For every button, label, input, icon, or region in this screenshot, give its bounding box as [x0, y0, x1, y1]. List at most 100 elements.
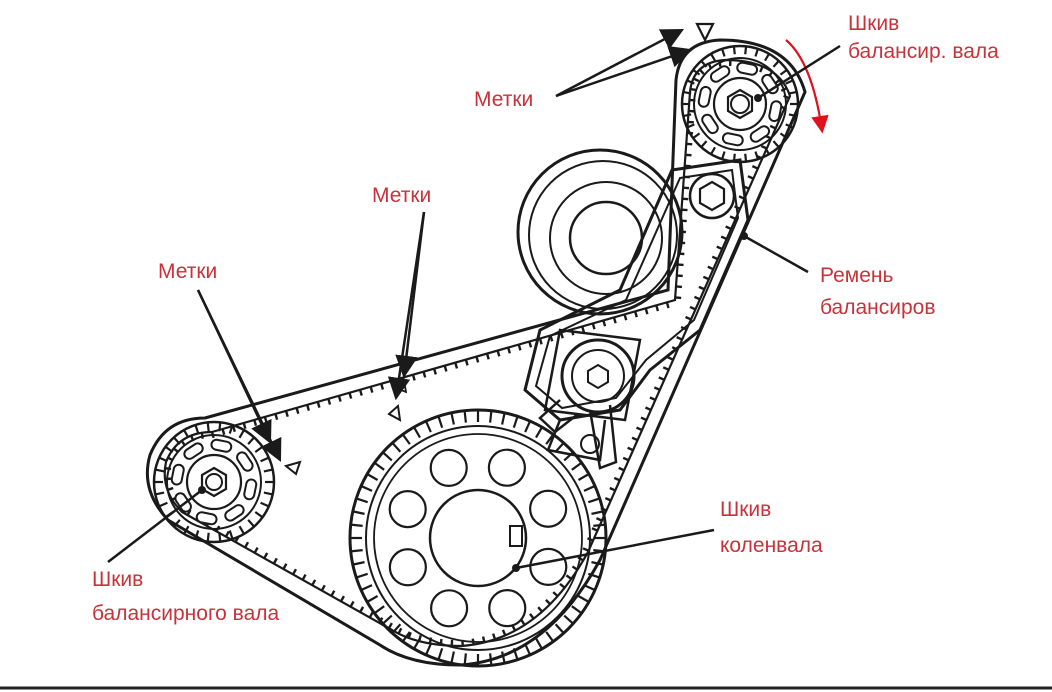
- belt-tooth: [707, 265, 714, 271]
- belt-tooth: [464, 359, 469, 366]
- crank-hole: [529, 547, 568, 586]
- lower-pulley-leader-dot: [198, 486, 206, 494]
- marks-left-arrow-2: [196, 289, 272, 445]
- pulley-tooth: [424, 643, 432, 656]
- label-lower-pulley-2: балансирного вала: [92, 602, 280, 625]
- pulley-tooth: [247, 519, 255, 528]
- pulley-tooth: [563, 614, 574, 625]
- pulley-tooth: [764, 53, 770, 62]
- belt-tooth: [658, 376, 665, 381]
- belt-tooth: [698, 285, 705, 291]
- belt-tooth: [685, 315, 692, 321]
- belt-teeth: [164, 60, 790, 647]
- pulley-tooth: [744, 46, 748, 55]
- belt-tooth: [636, 426, 643, 432]
- belt-tooth: [759, 65, 764, 73]
- label-marks-left: Метки: [158, 260, 217, 283]
- belt-tooth: [454, 362, 459, 369]
- pulley-tooth: [424, 420, 432, 433]
- pulley-tooth: [218, 422, 222, 432]
- pulley-slot: [236, 451, 254, 472]
- belt-tooth: [253, 419, 258, 427]
- upper-pulley-leader: [757, 44, 841, 100]
- pulley-tooth: [772, 60, 780, 68]
- belt-leader-dot: [740, 232, 748, 240]
- pulley-slot: [195, 511, 218, 526]
- pulley-tooth: [194, 530, 200, 540]
- pulley-tooth: [355, 572, 369, 579]
- belt-tooth: [422, 371, 427, 378]
- belt-tooth: [358, 389, 363, 396]
- pulley-tooth: [700, 60, 708, 68]
- pulley-tooth: [366, 473, 379, 481]
- belt-tooth: [295, 407, 300, 414]
- pulley-tooth: [463, 653, 467, 666]
- tensioner-bolt-hex-icon: [587, 363, 609, 390]
- belt-tooth: [595, 517, 603, 522]
- belt-tooth: [711, 255, 719, 261]
- belt-tooth: [390, 380, 395, 387]
- belt-tooth: [284, 410, 289, 417]
- label-upper-pulley-2: балансир. вала: [848, 40, 999, 63]
- belt-tooth: [559, 332, 564, 339]
- pulley-tooth: [183, 429, 190, 439]
- belt-tooth: [692, 77, 700, 83]
- pulley-tooth: [206, 532, 210, 542]
- label-belt-1: Ремень: [820, 264, 893, 287]
- belt-tooth: [644, 406, 652, 412]
- belt-tooth: [609, 486, 616, 492]
- pulley-tooth: [554, 623, 565, 634]
- belt-tooth: [698, 68, 705, 75]
- pulley-tooth: [788, 90, 797, 95]
- belt-tooth: [301, 573, 307, 581]
- belt-tooth: [613, 476, 621, 482]
- pulley-tooth: [710, 53, 716, 62]
- pulley-tooth: [545, 631, 555, 643]
- pulley-tooth: [463, 410, 467, 423]
- belt-tooth: [520, 619, 526, 626]
- belt-tooth: [306, 404, 311, 411]
- crank-pulley-holes: [388, 448, 568, 628]
- belt-tooth: [565, 574, 572, 580]
- pulley-slot: [183, 442, 204, 460]
- pulley-tooth: [437, 647, 444, 661]
- marks-top-arrow-2: [555, 45, 693, 98]
- label-marks-middle: Метки: [372, 184, 431, 207]
- pulley-tooth: [228, 424, 234, 434]
- pulley-tooth: [591, 561, 604, 566]
- pulley-tooth: [413, 637, 421, 650]
- pulley-tooth: [254, 511, 264, 519]
- belt-tooth: [667, 356, 674, 361]
- belt-tooth: [538, 338, 543, 345]
- belt-tooth: [232, 425, 236, 433]
- belt-tooth: [612, 317, 617, 324]
- belt-tooth: [529, 613, 535, 620]
- pulley-tooth: [158, 501, 168, 508]
- pulley-tooth: [350, 549, 363, 553]
- pulley-tooth: [788, 113, 797, 118]
- upper-pulley-nut-icon: [726, 88, 754, 120]
- pulley-tooth: [391, 442, 402, 453]
- pulley-tooth: [350, 523, 363, 527]
- belt-tensioner: [538, 328, 642, 470]
- upper-balancer-pulley: [680, 44, 800, 164]
- belt-tooth: [545, 599, 551, 605]
- pulley-tooth: [155, 468, 165, 473]
- belt-tooth: [263, 416, 268, 424]
- pulley-slot: [210, 438, 233, 453]
- pulley-tooth: [744, 153, 748, 162]
- pulley-tooth: [373, 461, 385, 471]
- label-upper-pulley-1: Шкив: [848, 12, 899, 35]
- upper-pulley-leader-dot: [754, 94, 762, 102]
- belt-tooth: [618, 466, 625, 472]
- belt-tooth: [348, 392, 353, 399]
- belt-tooth: [485, 353, 490, 360]
- pulley-tooth: [692, 69, 701, 76]
- pulley-tooth: [360, 484, 373, 492]
- pulley-slot: [709, 65, 731, 83]
- pulley-tooth: [413, 426, 421, 439]
- pulley-slot: [701, 113, 719, 135]
- belt-tooth: [316, 401, 321, 408]
- belt-tooth: [496, 350, 501, 357]
